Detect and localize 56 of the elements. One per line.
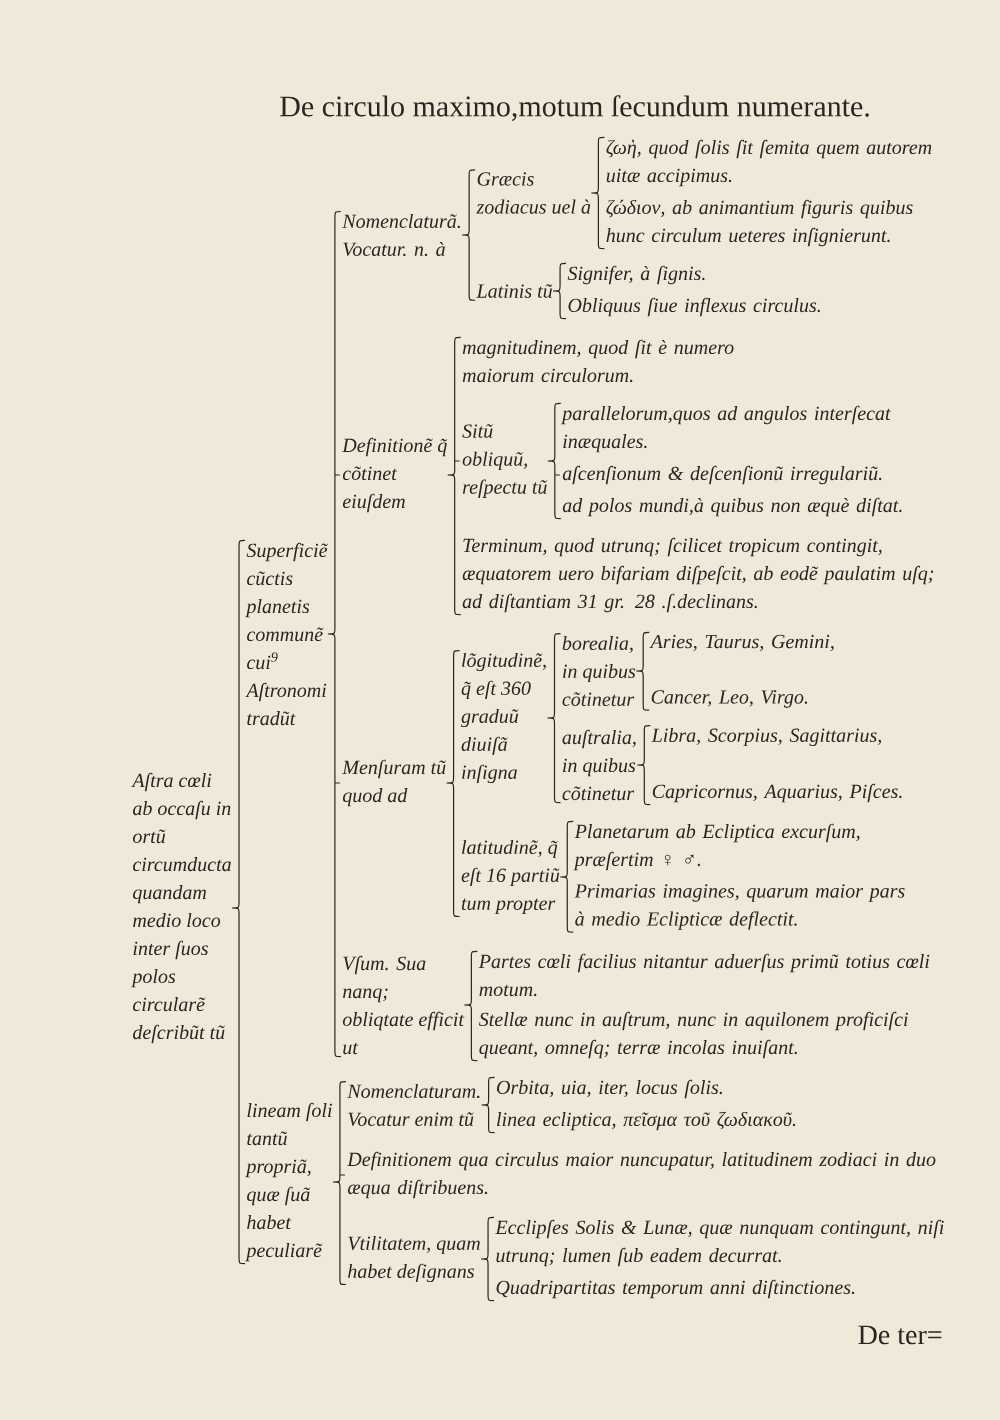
branch-text: Vſum. Sua nanq; obliqtate efficit ut <box>342 955 465 1055</box>
leaf-text: magnitudinem, quod ſit è numero maiorum circulorum. <box>462 339 734 383</box>
curly-brace <box>636 724 651 806</box>
leaf-text: Definitionem qua circulus maior nuncupatur, latitudinem zodiaci in duo æqua diſtribuens. <box>347 1151 936 1199</box>
branch-text: Definitionẽ q̃ cõtinet eiuſdem <box>342 437 448 513</box>
leaf-text: Ecclipſes Solis & Lunæ, quæ nunquam contingunt, niſi utrunq; lumen ſub eadem decurrat. <box>495 1219 944 1267</box>
curly-brace <box>463 950 478 1062</box>
leaf-text: aſcenſionum & deſcenſionũ irregulariũ. <box>562 465 882 485</box>
page-title: De circulo maximo,motum ſecundum numerante. <box>280 95 869 121</box>
curly-brace <box>446 649 461 918</box>
leaf-text: Signifer, à ſignis. <box>567 265 705 285</box>
branch-text: latitudinẽ, q̃ eſt 16 partiũ tum propter <box>461 839 560 915</box>
curly-brace <box>481 1076 496 1134</box>
leaf-text: ad polos mundi,à quibus non æquè diſtat. <box>562 497 902 517</box>
branch-text: lineam ſoli tantũ propriã, quæ ſuã habet peculiarẽ <box>245 1102 332 1262</box>
catchword: De ter= <box>858 1325 942 1345</box>
branch-text: Vtilitatem, quam habet deſignans <box>348 1235 480 1283</box>
branch-text: lõgitudinẽ, q̃ eſt 360 graduũ diuiſã inſigna <box>461 652 546 784</box>
curly-brace <box>231 539 246 1265</box>
leaf-text: Quadripartitas temporum anni diſtinctiones. <box>496 1279 855 1299</box>
curly-brace <box>332 1080 347 1286</box>
leaf-text: ζωὴ, quod ſolis ſit ſemita quem autorem uitæ accipimus. <box>606 139 932 187</box>
leaf-text: Stellæ nunc in auſtrum, nunc in aquilonem proficiſci queant, omneſq; terræ incolas inuiſant. <box>478 1011 908 1059</box>
curly-brace <box>447 336 462 616</box>
curly-brace <box>461 169 476 301</box>
leaf-text: Libra, Scorpius, Sagittarius, <box>651 727 881 747</box>
branch-text: Aſtra cœli ab occaſu in ortũ circumducta quandam medio loco inter ſuos polos circularẽ deſcribũt tũ <box>131 772 231 1044</box>
leaf-text: Aries, Taurus, Gemini, <box>649 634 834 652</box>
leaf-text: Terminum, quod utrunq; ſcilicet tropicum contingit, æquatorem uero bifariam diſpeſcit, ab eodẽ paulatim uſq; ad diſtantiam 31 gr. 28 .ſ.declinans. <box>462 537 934 613</box>
leaf-text: Obliquus ſiue inflexus circulus. <box>568 297 820 317</box>
branch-text: Græcis zodiacus uel à <box>476 172 591 214</box>
leaf-text: Planetarum ab Ecliptica excurſum, præſertim ♀ ♂. <box>573 823 860 871</box>
leaf-text: ζώδιον, ab animantium figuris quibus hunc circulum ueteres inſignierunt. <box>606 199 913 247</box>
curly-brace <box>635 631 650 711</box>
curly-brace <box>547 402 562 520</box>
curly-brace <box>559 820 574 933</box>
curly-brace <box>590 136 605 250</box>
leaf-text: Capricornus, Aquarius, Piſces. <box>652 783 902 803</box>
branch-text: Menſuram tũ quod ad <box>342 759 446 807</box>
curly-brace <box>327 210 342 1058</box>
branch-text: Superficiẽ cũctis planetis communẽ cui$^{9}$ Aſtronomi tradũt <box>245 542 328 726</box>
branch-text: borealia, in quibus cõtinetur <box>562 635 636 707</box>
branch-text: Latinis tũ <box>476 284 553 298</box>
leaf-text: parallelorum,quos ad angulos interſecat inæquales. <box>561 405 891 453</box>
curly-brace <box>552 262 567 320</box>
curly-brace <box>546 632 562 804</box>
leaf-text: linea ecliptica, πεῖσμα τοῦ ζωδιακοῦ. <box>497 1111 796 1131</box>
branch-text: Sitũ obliquũ, reſpectu tũ <box>462 424 548 498</box>
leaf-text: Primarias imagines, quarum maior pars à medio Eclipticæ deflectit. <box>574 884 905 930</box>
curly-brace <box>480 1216 495 1302</box>
branch-text: Nomenclaturã. Vocatur. n. à <box>342 213 460 257</box>
leaf-text: Orbita, uia, iter, locus ſolis. <box>497 1079 722 1099</box>
branch-text: auſtralia, in quibus cõtinetur <box>562 729 636 801</box>
branch-text: Nomenclaturam. Vocatur enim tũ <box>347 1083 480 1127</box>
leaf-text: Cancer, Leo, Virgo. <box>651 690 808 708</box>
leaf-text: Partes cœli facilius nitantur aduerſus primũ totius cœli motum. <box>478 953 930 997</box>
